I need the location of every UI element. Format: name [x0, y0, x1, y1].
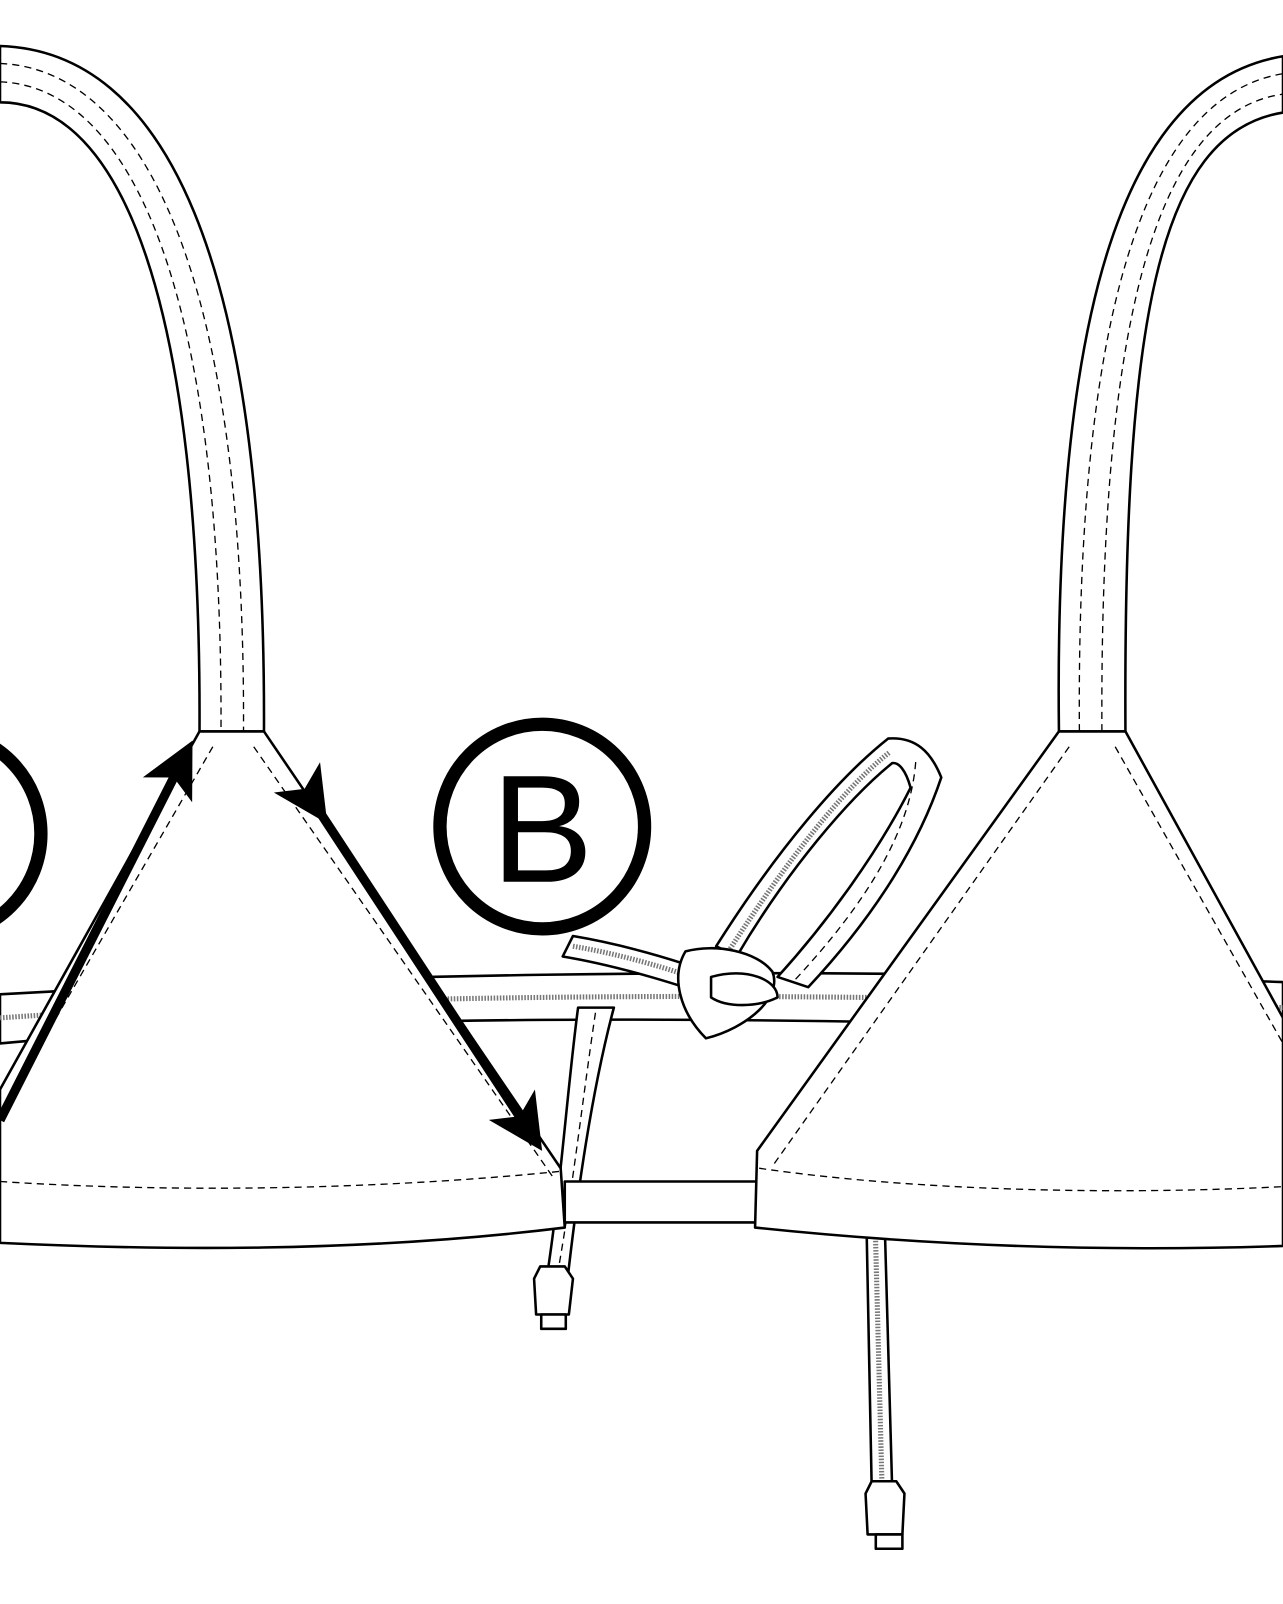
right-triangle-cup	[753, 730, 1283, 1250]
left-shoulder-strap	[0, 44, 266, 733]
right-shoulder-strap	[1057, 54, 1283, 733]
callout-circle-partial	[0, 743, 48, 924]
measurement-arrows	[0, 740, 543, 1151]
center-gore	[563, 1180, 759, 1224]
string-tip-left	[532, 1265, 575, 1316]
arrow-right-edge	[273, 762, 543, 1151]
string-tip-right	[864, 1479, 906, 1536]
arrow-left-edge	[0, 740, 193, 1123]
bow-knot	[561, 737, 943, 1040]
callout-b-label: B	[491, 743, 593, 915]
callout-b: B	[433, 717, 652, 936]
